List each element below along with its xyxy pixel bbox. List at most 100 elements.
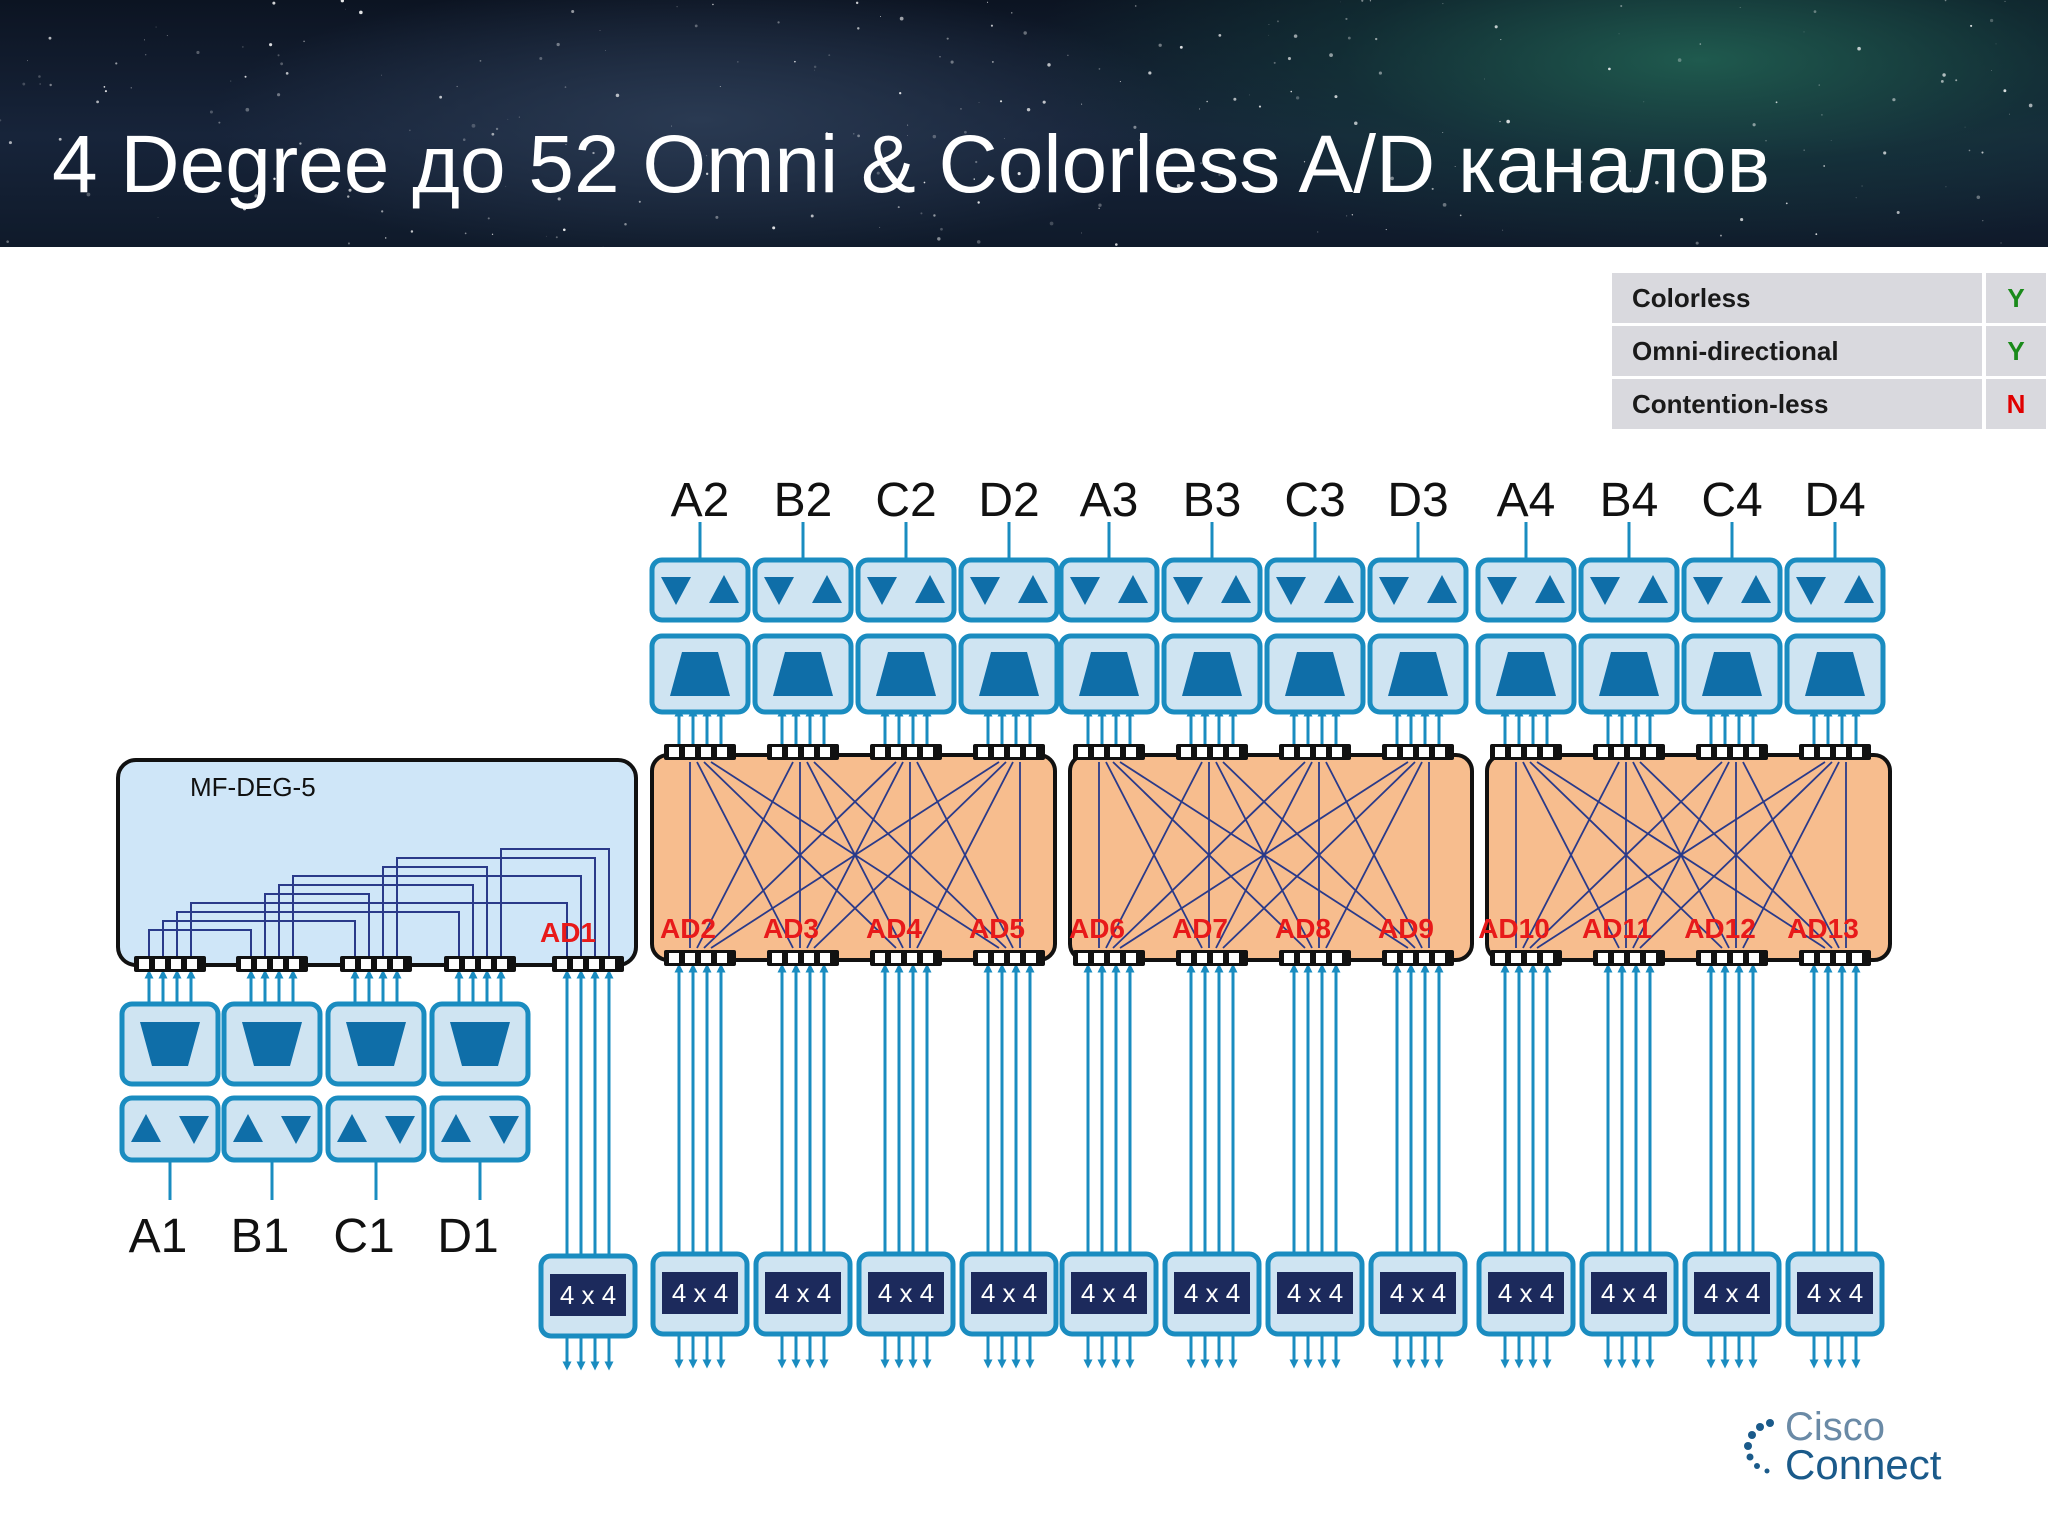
- port-connector: [236, 956, 308, 972]
- module: [649, 557, 751, 623]
- port: [1527, 953, 1537, 963]
- star: [883, 163, 888, 168]
- star: [1883, 151, 1887, 155]
- module-frame: [958, 557, 1060, 623]
- star: [340, 0, 344, 3]
- star: [1459, 214, 1462, 217]
- port: [701, 953, 711, 963]
- amplifier-pair-icon: [1379, 575, 1457, 605]
- star: [2004, 0, 2006, 2]
- switch-4x4: 4 x 4: [650, 1251, 750, 1369]
- feature-label: Contention-less: [1612, 379, 1986, 429]
- port: [1630, 747, 1640, 757]
- module: [752, 557, 854, 623]
- star: [1785, 202, 1788, 205]
- port-connector: [1279, 950, 1351, 966]
- port-connector: [1799, 950, 1871, 966]
- module: [1367, 557, 1469, 623]
- port: [875, 747, 885, 757]
- star: [978, 102, 980, 103]
- star: [1277, 20, 1279, 23]
- star: [1467, 157, 1470, 159]
- star: [1739, 7, 1741, 9]
- star: [1345, 215, 1348, 217]
- triangle-up-icon: [1427, 575, 1457, 603]
- amplifier-pair-icon: [131, 1114, 209, 1144]
- star: [280, 62, 284, 66]
- star: [505, 185, 507, 187]
- star: [1139, 139, 1141, 141]
- star: [1765, 139, 1767, 142]
- star: [1385, 228, 1387, 231]
- crossconnect-line: [1105, 761, 1203, 949]
- port: [1110, 747, 1120, 757]
- port-connector: [1696, 744, 1768, 760]
- star: [381, 210, 384, 213]
- module: [1681, 557, 1783, 623]
- star: [1701, 148, 1702, 149]
- fiber-bundle: [144, 969, 196, 1004]
- feature-value: Y: [1986, 273, 2046, 323]
- star: [6, 240, 9, 243]
- trapezoid-icon: [670, 652, 730, 696]
- triangle-down-icon: [1276, 577, 1306, 605]
- star: [923, 181, 926, 184]
- fiber-bundle: [1809, 707, 1861, 744]
- star: [940, 227, 943, 231]
- star: [218, 121, 221, 124]
- module: [325, 1095, 427, 1163]
- star: [1334, 95, 1338, 99]
- port: [1646, 747, 1656, 757]
- mux-demux-icon: [346, 1022, 406, 1066]
- port: [1717, 953, 1727, 963]
- mux-demux-icon: [670, 652, 730, 696]
- degree-label: C1: [333, 1210, 394, 1263]
- ad-label: AD9: [1378, 913, 1434, 944]
- switch-core: [1694, 1272, 1770, 1314]
- star: [1502, 229, 1504, 231]
- crossconnect-line: [1529, 761, 1723, 949]
- module: [958, 557, 1060, 623]
- star: [1023, 31, 1027, 35]
- port: [1543, 953, 1553, 963]
- wire: [162, 920, 356, 956]
- triangle-up-icon: [1018, 575, 1048, 603]
- port-connector: [767, 950, 839, 966]
- fiber-bundle: [1289, 963, 1341, 1267]
- star: [1218, 173, 1221, 177]
- star: [385, 237, 387, 239]
- star: [258, 178, 263, 182]
- star: [986, 1, 989, 3]
- star: [564, 86, 567, 88]
- star: [737, 61, 739, 63]
- star: [1148, 71, 1152, 75]
- star: [299, 142, 302, 145]
- star: [939, 56, 941, 58]
- fiber-bundle: [1083, 1334, 1135, 1369]
- star: [810, 214, 814, 218]
- triangle-down-icon: [1487, 577, 1517, 605]
- port-connector: [340, 956, 412, 972]
- port-connector: [870, 950, 942, 966]
- port: [171, 959, 181, 969]
- port: [978, 953, 988, 963]
- star: [794, 60, 796, 63]
- star: [285, 72, 289, 75]
- star: [0, 119, 2, 122]
- star: [2003, 89, 2007, 93]
- star: [242, 46, 244, 48]
- star: [1815, 233, 1818, 236]
- fiber-bundle: [1392, 963, 1444, 1267]
- port: [1511, 953, 1521, 963]
- port: [1717, 747, 1727, 757]
- star: [103, 86, 106, 88]
- star: [899, 92, 902, 95]
- star: [1699, 43, 1702, 45]
- degree-label: C2: [875, 474, 936, 527]
- fiber-bundle: [1500, 707, 1552, 744]
- mux-demux-icon: [979, 652, 1039, 696]
- star: [96, 100, 99, 104]
- port: [1852, 953, 1862, 963]
- switch-label: 4 x 4: [1184, 1278, 1240, 1308]
- degree-label: D1: [437, 1210, 498, 1263]
